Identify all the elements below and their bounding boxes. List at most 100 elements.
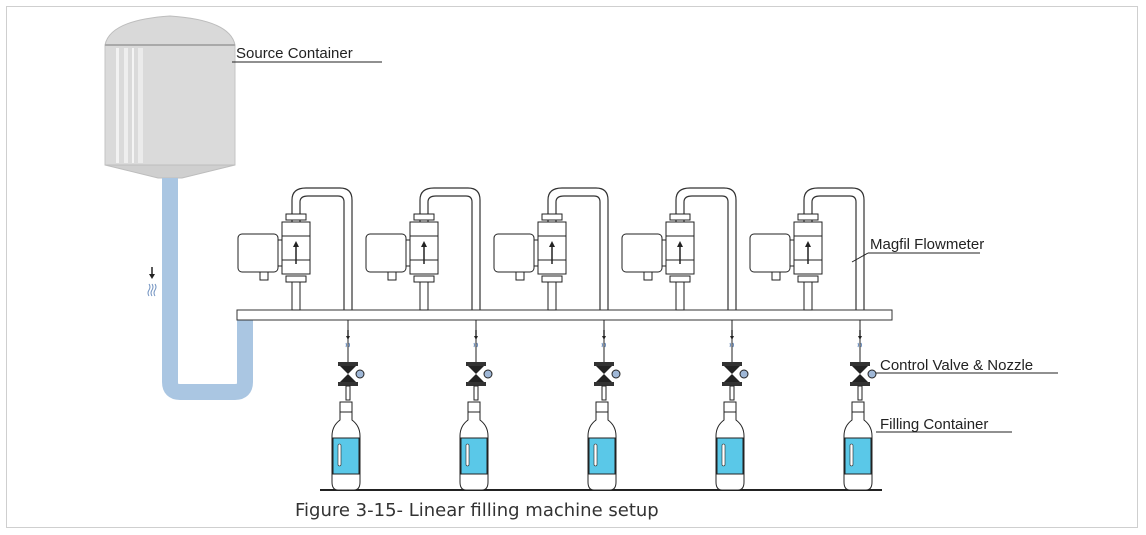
meter-stem [419,281,429,311]
drop-waves-icon [601,342,606,348]
meter-flange-top [285,213,307,221]
figure-caption: Figure 3-15- Linear filling machine setu… [295,500,659,521]
drop-waves-icon [345,342,350,348]
transmitter-head [621,233,663,273]
meter-flange-bottom [797,275,819,283]
cable-gland [771,271,781,281]
bottle-highlight [593,443,598,467]
filling-station [237,187,365,491]
valve-flange-top [850,362,870,366]
meter-flange-bottom [541,275,563,283]
bottle-liquid [460,437,488,475]
overhead-pipe [547,187,609,310]
valve-flange-bottom [722,382,742,386]
meter-flange-bottom [285,275,307,283]
drop-waves-icon [473,342,478,348]
source-container [104,15,236,179]
overhead-pipe-inner [811,195,857,310]
cable-gland [387,271,397,281]
valve-body [724,366,740,374]
valve-actuator [867,369,877,379]
meter-stem [547,281,557,311]
valve-body [596,366,612,374]
bottle-cap [851,401,865,413]
meter-flange-top [413,213,435,221]
bottle-highlight [465,443,470,467]
transmitter-head [237,233,279,273]
figure-frame [6,6,1138,528]
valve-actuator [355,369,365,379]
bottle-cap [595,401,609,413]
nozzle [729,385,735,401]
drop-waves-icon [729,342,734,348]
bottle-liquid [844,437,872,475]
filling-station [749,187,877,491]
bottle-highlight [849,443,854,467]
drop-waves-icon [857,342,862,348]
support-beam [236,309,893,321]
nozzle [345,385,351,401]
valve-flange-top [722,362,742,366]
transmitter-head [749,233,791,273]
valve-actuator [611,369,621,379]
filling-container-label: Filling Container [880,416,988,433]
valve-flange-top [466,362,486,366]
filling-station [493,187,621,491]
overhead-pipe-inner [683,195,729,310]
overhead-pipe [803,187,865,310]
overhead-pipe [675,187,737,310]
valve-body [340,366,356,374]
valve-body [468,366,484,374]
bottle-liquid [332,437,360,475]
valve-actuator [739,369,749,379]
nozzle [857,385,863,401]
bottle-liquid [716,437,744,475]
supply-pipe [162,178,253,400]
flow-waves-icon [147,283,157,297]
valve-label: Control Valve & Nozzle [880,357,1033,374]
meter-stem [291,281,301,311]
overhead-pipe [291,187,353,310]
meter-flange-top [797,213,819,221]
filling-station [621,187,749,491]
cable-gland [515,271,525,281]
nozzle [473,385,479,401]
filling-station [365,187,493,491]
bottle-highlight [337,443,342,467]
bottle-cap [723,401,737,413]
transmitter-head [493,233,535,273]
meter-flange-bottom [413,275,435,283]
nozzle [601,385,607,401]
bottle-highlight [721,443,726,467]
valve-body [852,366,868,374]
cable-gland [643,271,653,281]
valve-actuator [483,369,493,379]
cable-gland [259,271,269,281]
bottle-cap [339,401,353,413]
flow-arrow-icon [149,267,155,279]
overhead-pipe-inner [555,195,601,310]
bottle-liquid [588,437,616,475]
bottle-cap [467,401,481,413]
valve-flange-bottom [466,382,486,386]
meter-stem [675,281,685,311]
flowmeter-label: Magfil Flowmeter [870,236,984,253]
overhead-pipe-inner [427,195,473,310]
valve-flange-bottom [338,382,358,386]
meter-flange-top [669,213,691,221]
source-container-label: Source Container [236,45,353,62]
flowmeter-leader-tick [851,252,869,263]
meter-stem [803,281,813,311]
valve-flange-top [338,362,358,366]
meter-flange-top [541,213,563,221]
meter-flange-bottom [669,275,691,283]
valve-flange-top [594,362,614,366]
overhead-pipe [419,187,481,310]
transmitter-head [365,233,407,273]
stations [237,187,877,491]
valve-flange-bottom [850,382,870,386]
valve-flange-bottom [594,382,614,386]
overhead-pipe-inner [299,195,345,310]
